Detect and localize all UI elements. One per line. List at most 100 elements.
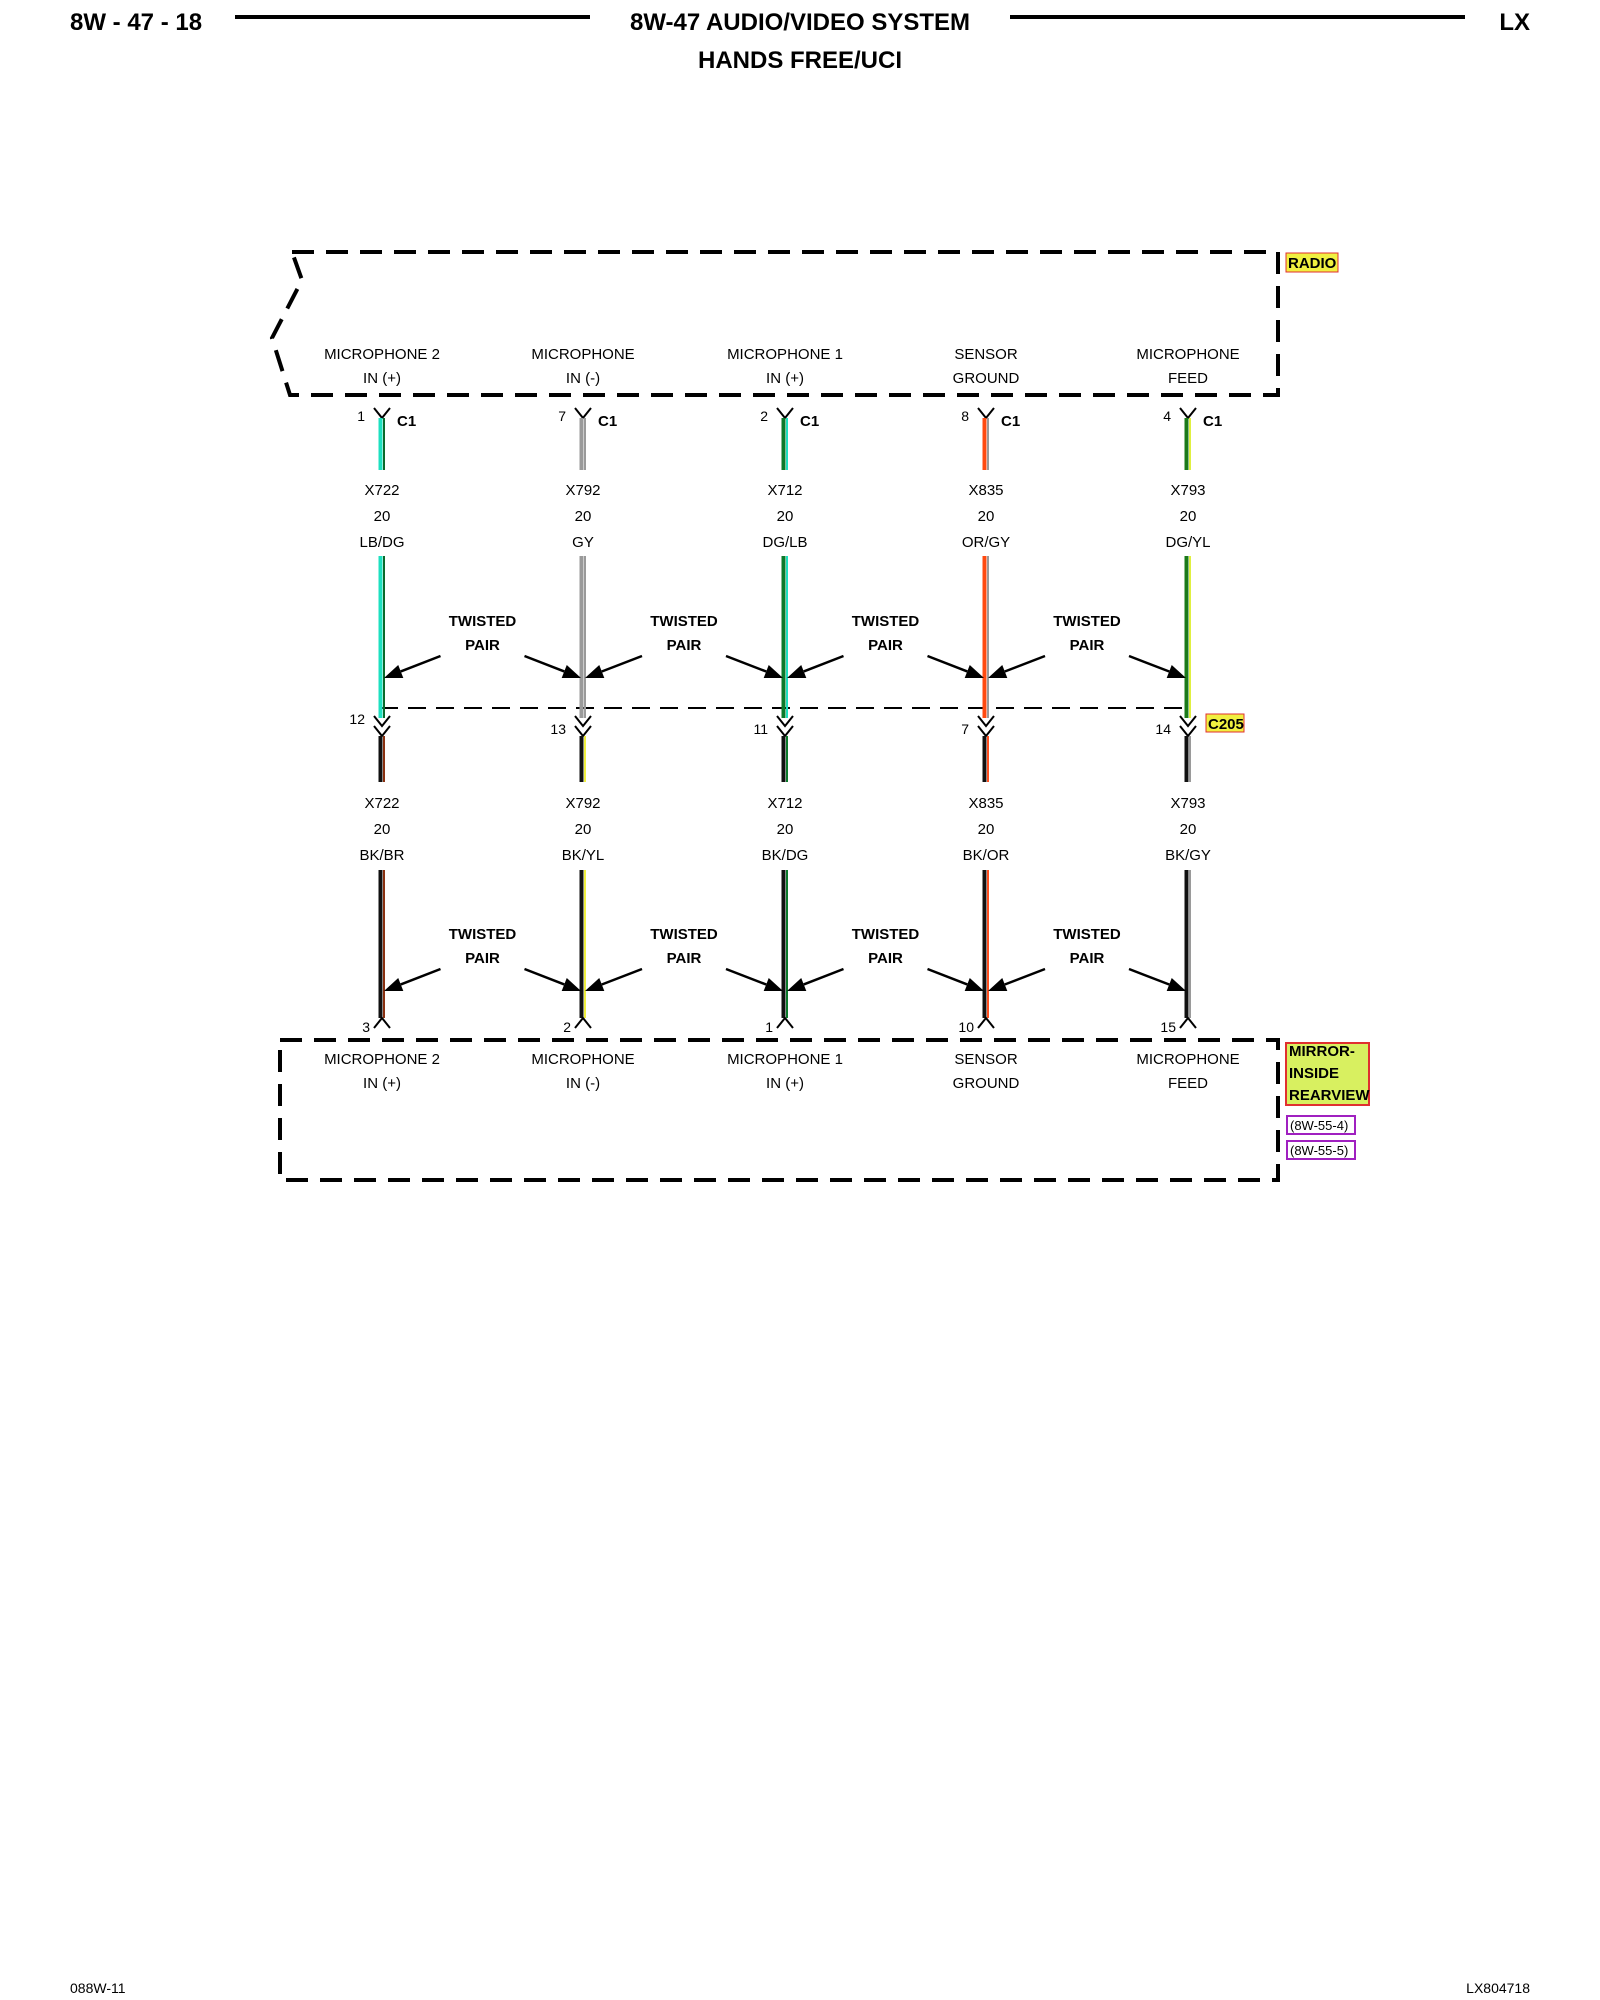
xref-link-1[interactable]: (8W-55-4) [1290, 1118, 1348, 1133]
upper-circuit-1: X722 [364, 482, 399, 499]
c205-pin-number-5: 14 [1155, 721, 1171, 737]
upper-color-code-4: OR/GY [962, 534, 1010, 551]
radio-pin-number-5: 4 [1163, 408, 1171, 424]
c1-terminal-2 [574, 407, 592, 420]
xref-box-2[interactable] [1286, 1140, 1356, 1160]
mirror-pin-label-5: MICROPHONE [1136, 1051, 1239, 1068]
c205-pin-number-1: 12 [349, 711, 365, 727]
mirror-terminal-4 [977, 1016, 995, 1029]
footer-left-code: 088W-11 [70, 1980, 126, 1996]
upper-color-code-2: GY [572, 534, 594, 551]
radio-pin-label2-2: IN (-) [566, 370, 600, 387]
upper-circuit-3: X712 [767, 482, 802, 499]
mirror-pin-number-2: 2 [563, 1019, 571, 1035]
lower-twisted-arrow-right-4-shaft [1128, 967, 1170, 986]
lower-twisted-arrow-left-4-shaft [1004, 967, 1046, 986]
lower-circuit-2: X792 [565, 795, 600, 812]
lower-pair-label-2: PAIR [667, 950, 702, 967]
radio-pin-label-2: MICROPHONE [531, 346, 634, 363]
upper-circuit-4: X835 [968, 482, 1003, 499]
upper-gauge-4: 20 [978, 508, 995, 525]
mirror-pin-label-4: SENSOR [954, 1051, 1018, 1068]
c205-pin-number-3: 11 [753, 721, 768, 737]
lower-twisted-arrow-right-2-head [763, 977, 783, 992]
c1-terminal-5 [1179, 407, 1197, 420]
upper-twisted-arrow-left-4-head [988, 664, 1008, 679]
upper-twisted-arrow-right-1-shaft [524, 654, 565, 673]
mirror-component: MIRROR- INSIDE REARVIEW (8W-55-4) (8W-55… [278, 1038, 1370, 1182]
radio-pin-label2-1: IN (+) [363, 370, 401, 387]
lower-gauge-1: 20 [374, 821, 391, 838]
upper-twisted-arrow-right-2-head [763, 664, 783, 679]
lower-twisted-arrow-right-2-shaft [725, 967, 767, 986]
page-subtitle: HANDS FREE/UCI [698, 47, 902, 74]
footer-right-code: LX804718 [1466, 1980, 1530, 1996]
lower-gauge-2: 20 [575, 821, 592, 838]
radio-pin-label2-4: GROUND [953, 370, 1020, 387]
upper-twisted-label-3: TWISTED [852, 613, 920, 630]
upper-color-code-1: LB/DG [359, 534, 404, 551]
radio-pin-label-1: MICROPHONE 2 [324, 346, 440, 363]
upper-twisted-arrow-right-3-shaft [927, 654, 968, 673]
xref-link-2[interactable]: (8W-55-5) [1290, 1143, 1348, 1158]
c205-connector: C205 [380, 707, 1245, 733]
page-footer: 088W-11 LX804718 [70, 1980, 1530, 1996]
upper-twisted-label-2: TWISTED [650, 613, 718, 630]
mirror-pin-label2-1: IN (+) [363, 1075, 401, 1092]
upper-twisted-arrow-right-4-shaft [1128, 654, 1170, 673]
lower-color-code-4: BK/OR [963, 847, 1010, 864]
upper-gauge-2: 20 [575, 508, 592, 525]
upper-twisted-arrow-left-2-shaft [601, 654, 643, 673]
lower-twisted-arrow-right-1-head [561, 977, 581, 991]
lower-circuit-3: X712 [767, 795, 802, 812]
radio-pin-label2-3: IN (+) [766, 370, 804, 387]
mirror-pin-label-3: MICROPHONE 1 [727, 1051, 843, 1068]
radio-box-outline [269, 250, 1280, 397]
c205-pin-number-2: 13 [550, 721, 566, 737]
mirror-tag-line2: INSIDE [1289, 1065, 1339, 1082]
lower-twisted-arrow-right-3-head [964, 977, 984, 991]
c205-tag-box [1205, 713, 1245, 733]
upper-circuit-5: X793 [1170, 482, 1205, 499]
lower-pair-label-3: PAIR [868, 950, 903, 967]
xref-box-1[interactable] [1286, 1115, 1356, 1135]
upper-twisted-arrow-left-2-head [585, 664, 605, 679]
lower-twisted-label-2: TWISTED [650, 926, 718, 943]
c205-terminal-4 [977, 715, 995, 738]
c1-terminal-4 [977, 407, 995, 420]
mirror-terminal-1 [373, 1016, 391, 1029]
c1-terminal-1 [373, 407, 391, 420]
mirror-pin-label2-4: GROUND [953, 1075, 1020, 1092]
lower-pair-label-1: PAIR [465, 950, 500, 967]
vehicle-code: LX [1499, 9, 1530, 36]
mirror-pin-label2-3: IN (+) [766, 1075, 804, 1092]
radio-pin-number-4: 8 [961, 408, 969, 424]
radio-pin-number-2: 7 [558, 408, 566, 424]
radio-pin-label-4: SENSOR [954, 346, 1018, 363]
lower-twisted-label-4: TWISTED [1053, 926, 1121, 943]
upper-pair-label-4: PAIR [1070, 637, 1105, 654]
mirror-pin-number-3: 1 [765, 1019, 773, 1035]
c1-label-1: C1 [397, 413, 416, 430]
mirror-tag-box [1285, 1042, 1370, 1106]
lower-color-code-1: BK/BR [359, 847, 404, 864]
lower-twisted-arrow-left-3-shaft [803, 967, 844, 986]
c205-terminal-3 [776, 715, 794, 738]
mirror-pin-number-1: 3 [362, 1019, 370, 1035]
upper-gauge-3: 20 [777, 508, 794, 525]
upper-color-code-5: DG/YL [1165, 534, 1210, 551]
c205-tag: C205 [1208, 716, 1244, 733]
upper-color-code-3: DG/LB [762, 534, 807, 551]
mirror-pin-number-5: 15 [1160, 1019, 1176, 1035]
upper-twisted-arrow-left-3-shaft [803, 654, 844, 673]
c205-terminal-5 [1179, 715, 1197, 738]
c1-label-3: C1 [800, 413, 819, 430]
lower-pair-label-4: PAIR [1070, 950, 1105, 967]
page-header: 8W - 47 - 18 8W-47 AUDIO/VIDEO SYSTEM LX… [70, 9, 1530, 74]
mirror-pin-label-2: MICROPHONE [531, 1051, 634, 1068]
radio-pin-number-1: 1 [357, 408, 365, 424]
mirror-pin-label2-2: IN (-) [566, 1075, 600, 1092]
c205-pin-number-4: 7 [961, 721, 969, 737]
c1-label-2: C1 [598, 413, 617, 430]
